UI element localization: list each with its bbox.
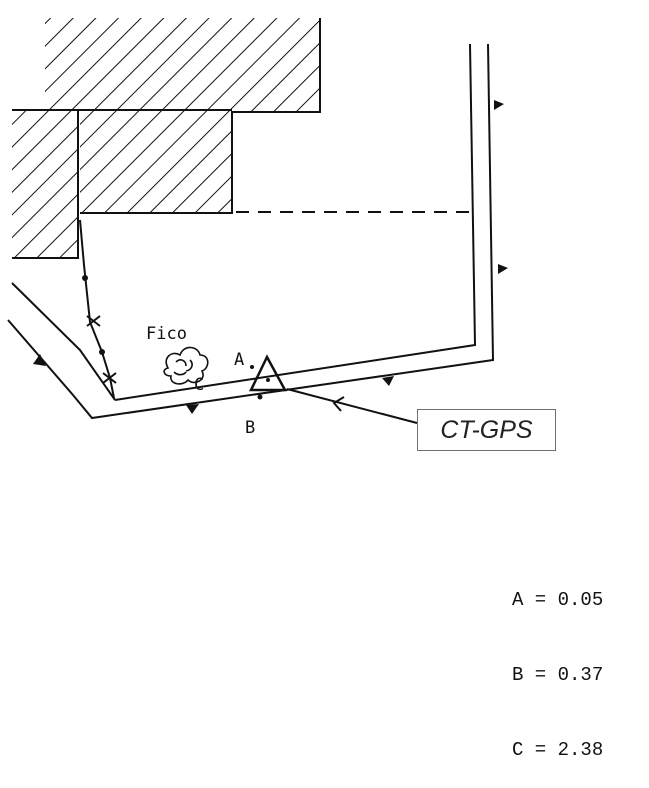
- legend-row-c: C = 2.38: [512, 739, 604, 761]
- building-hatched: [12, 18, 321, 259]
- distance-legend: A = 0.05 B = 0.37 C = 2.38: [512, 538, 603, 788]
- legend-row-a: A = 0.05: [512, 589, 604, 611]
- point-a-label: A: [234, 350, 244, 370]
- ct-gps-label: CT-GPS: [440, 415, 533, 444]
- point-c-label: C: [194, 375, 204, 395]
- legend-key: C: [512, 739, 524, 761]
- point-a-dot: [250, 365, 254, 369]
- legend-key: B: [512, 664, 524, 686]
- point-b-label: B: [245, 418, 255, 438]
- legend-value: 0.05: [557, 589, 604, 611]
- wall-markers: [33, 100, 508, 414]
- legend-value: 2.38: [557, 739, 604, 761]
- site-sketch: Fico A C B: [7, 18, 508, 438]
- ct-gps-callout: CT-GPS: [417, 409, 556, 451]
- legend-row-b: B = 0.37: [512, 664, 604, 686]
- fig-tree-icon: [163, 346, 209, 385]
- tree-label: Fico: [146, 324, 187, 344]
- fence-line: [79, 219, 117, 399]
- legend-value: 0.37: [557, 664, 604, 686]
- callout-arrow: [286, 388, 418, 424]
- fence-posts: [82, 275, 105, 355]
- legend-key: A: [512, 589, 524, 611]
- survey-station-icon: [249, 354, 288, 392]
- point-b-dot: [257, 394, 263, 400]
